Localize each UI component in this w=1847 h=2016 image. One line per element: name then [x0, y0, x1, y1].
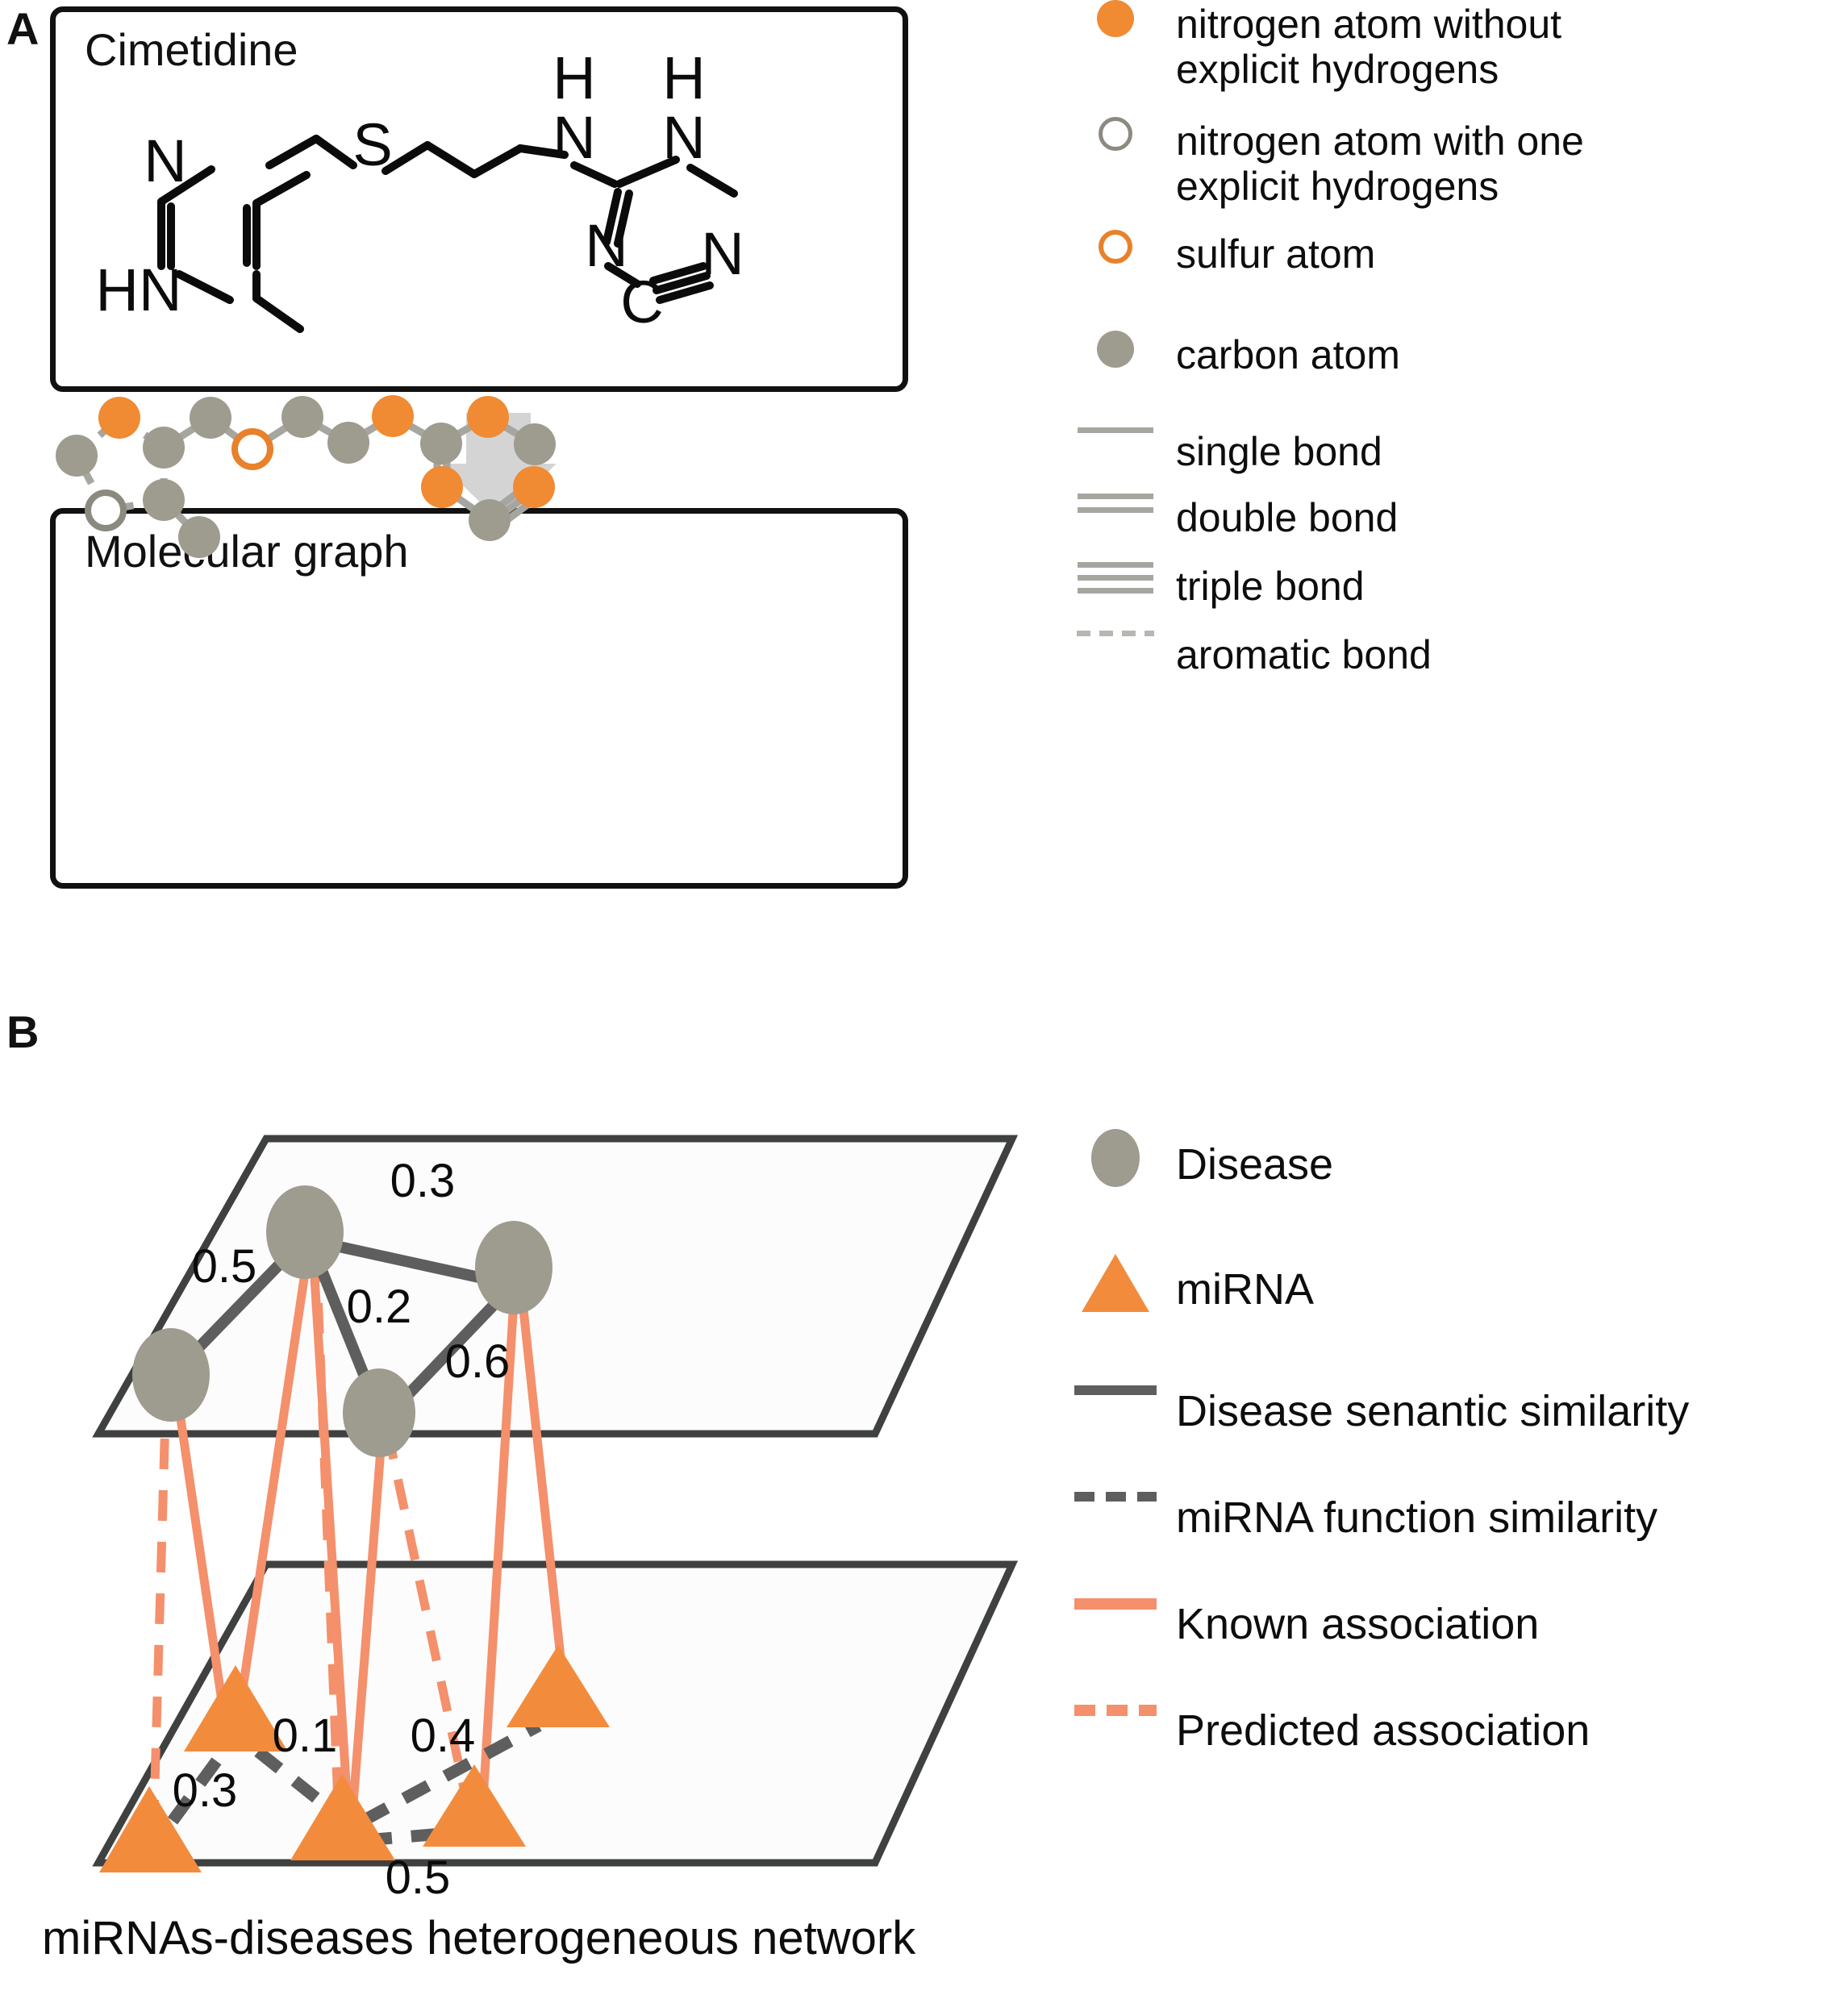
legend-label: carbon atom [1176, 332, 1400, 377]
legend-item-double-bond: double bond [1055, 494, 1398, 540]
legend-item-known-association: Known association [1055, 1598, 1539, 1648]
legend-label: Known association [1176, 1600, 1540, 1648]
panel-b-legend: Disease miRNA Disease senantic similarit… [1055, 1129, 1847, 1935]
double-bond-icon [1055, 494, 1176, 513]
legend-label: Predicted association [1176, 1706, 1591, 1755]
atom-carbon [190, 397, 231, 439]
atom-nitrogen-no-h [513, 466, 555, 508]
aromatic-bond-icon [1055, 631, 1176, 636]
edge-label-d2-d4: 0.3 [390, 1155, 456, 1207]
dashed-line-salmon-icon [1055, 1705, 1176, 1716]
hollow-circle-gray-icon [1055, 117, 1176, 151]
atom-sulfur [231, 428, 273, 470]
disease-node [343, 1368, 415, 1457]
legend-item-carbon: carbon atom [1055, 331, 1400, 377]
disease-node [266, 1185, 344, 1279]
solid-line-gray-icon [1055, 1385, 1176, 1395]
dashed-line-gray-icon [1055, 1492, 1176, 1502]
legend-label: sulfur atom [1176, 231, 1376, 277]
mirna-edge-labels: 0.3 0.1 0.4 0.5 [173, 1710, 476, 1904]
legend-item-single-bond: single bond [1055, 427, 1382, 474]
disease-plane [92, 1135, 1019, 1438]
molecular-graph-title: Molecular graph [85, 526, 409, 577]
edge-label-m3-m4: 0.5 [386, 1851, 451, 1904]
edge-label-d3-d4: 0.6 [445, 1335, 511, 1388]
triple-bond-icon [1055, 562, 1176, 594]
disease-node [132, 1328, 210, 1422]
atom-nitrogen-no-h [98, 397, 140, 439]
mirna-node [507, 1645, 610, 1727]
disease-node [475, 1221, 552, 1314]
atom-carbon [56, 435, 98, 477]
mirna-plane [92, 1560, 1019, 1867]
hollow-circle-orange-icon [1055, 230, 1176, 264]
atom-nitrogen-no-h [421, 466, 463, 508]
legend-item-mirna-similarity: miRNA function similarity [1055, 1492, 1657, 1542]
legend-item-disease: Disease [1055, 1129, 1333, 1189]
down-arrow-shape [440, 413, 557, 520]
legend-label: Disease senantic similarity [1176, 1387, 1690, 1435]
edge-label-m1-m2: 0.3 [173, 1764, 238, 1817]
disease-edge-labels: 0.5 0.3 0.2 0.6 [192, 1155, 511, 1388]
edge-label-m3-m5: 0.4 [411, 1710, 476, 1762]
known-association-edges [171, 1247, 569, 1829]
panel-a-legend: nitrogen atom without explicit hydrogens… [1055, 0, 1847, 903]
mirna-node [290, 1774, 395, 1860]
legend-item-aromatic-bond: aromatic bond [1055, 631, 1432, 677]
atom-nitrogen-no-h [372, 395, 414, 437]
legend-label: triple bond [1176, 564, 1365, 609]
disease-circle-icon [1055, 1129, 1176, 1187]
panel-letter-b: B [6, 1006, 39, 1057]
mirna-node [184, 1665, 288, 1752]
legend-label: nitrogen atom without explicit hydrogens [1176, 2, 1562, 92]
edge-label-d1-d2: 0.5 [192, 1240, 257, 1293]
disease-similarity-edges [180, 1239, 507, 1410]
mirna-node [99, 1786, 202, 1872]
molecular-graph-box: Molecular graph [50, 508, 908, 889]
legend-item-disease-similarity: Disease senantic similarity [1055, 1385, 1689, 1435]
mirna-triangle-icon [1055, 1254, 1176, 1312]
disease-nodes [132, 1185, 552, 1457]
legend-label: aromatic bond [1176, 632, 1432, 677]
mirna-node [423, 1764, 526, 1847]
cimetidine-title: Cimetidine [85, 24, 298, 75]
legend-label: nitrogen atom with one explicit hydrogen… [1176, 119, 1584, 209]
predicted-association-edges [148, 1251, 474, 1841]
legend-item-triple-bond: triple bond [1055, 562, 1365, 609]
legend-label: miRNA function similarity [1176, 1493, 1658, 1542]
filled-circle-gray-icon [1055, 331, 1176, 368]
legend-item-predicted-association: Predicted association [1055, 1705, 1590, 1755]
network-caption: miRNAs-diseases heterogeneous network [42, 1912, 916, 1964]
atom-carbon [281, 396, 323, 438]
mirna-nodes [99, 1645, 610, 1872]
filled-circle-orange-icon [1055, 0, 1176, 37]
legend-item-sulfur: sulfur atom [1055, 230, 1375, 277]
legend-label: Disease [1176, 1140, 1334, 1189]
edge-label-d2-d3: 0.2 [347, 1281, 412, 1333]
panel-letter-a: A [6, 3, 39, 54]
legend-item-nitrogen-one-h: nitrogen atom with one explicit hydrogen… [1055, 117, 1584, 209]
solid-line-salmon-icon [1055, 1598, 1176, 1610]
legend-label: miRNA [1176, 1265, 1314, 1314]
atom-carbon [143, 427, 185, 469]
single-bond-icon [1055, 427, 1176, 433]
mirna-similarity-edges [167, 1720, 542, 1847]
edge-label-m2-m3: 0.1 [273, 1710, 338, 1762]
atom-carbon [514, 423, 556, 465]
legend-label: single bond [1176, 429, 1382, 474]
atom-carbon [420, 423, 462, 464]
atom-nitrogen-no-h [467, 396, 509, 438]
legend-item-nitrogen-no-h: nitrogen atom without explicit hydrogens [1055, 0, 1561, 92]
atom-carbon [327, 422, 369, 464]
legend-label: double bond [1176, 495, 1399, 540]
legend-item-mirna: miRNA [1055, 1254, 1314, 1314]
cimetidine-structure-box: Cimetidine [50, 6, 908, 392]
